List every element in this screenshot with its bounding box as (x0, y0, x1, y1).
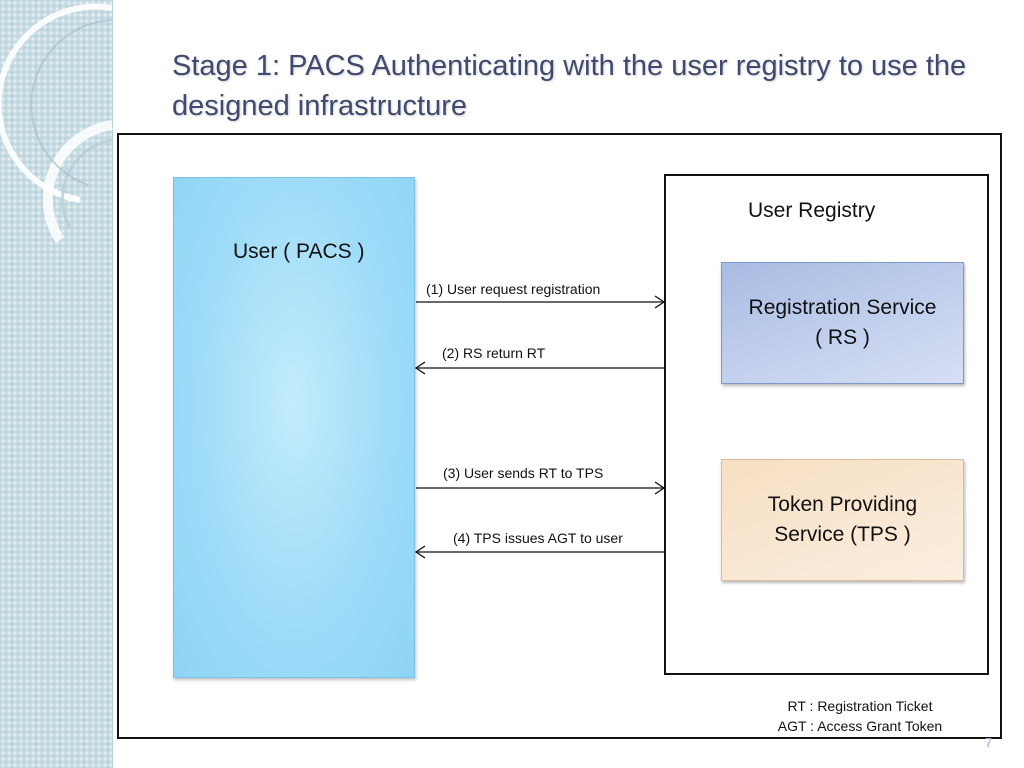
arrow-send-rt-to-tps (416, 481, 666, 495)
token-service-label-line1: Token Providing (767, 493, 918, 516)
message-label-3: (3) User sends RT to TPS (443, 465, 604, 481)
decorative-rings (0, 3, 113, 243)
message-label-4: (4) TPS issues AGT to user (453, 530, 623, 546)
registration-service-box: Registration Service ( RS ) (721, 262, 964, 384)
user-pacs-label: User ( PACS ) (233, 240, 365, 263)
user-pacs-box (173, 177, 415, 678)
token-providing-service-box: Token Providing Service (TPS ) (721, 459, 964, 581)
legend-rt: RT : Registration Ticket (787, 698, 933, 714)
slide-title: Stage 1: PACS Authenticating with the us… (172, 50, 967, 122)
legend-agt: AGT : Access Grant Token (777, 718, 943, 734)
message-label-1: (1) User request registration (426, 281, 601, 297)
registration-service-label: Registration Service (748, 296, 937, 319)
message-label-2: (2) RS return RT (442, 345, 546, 361)
arrow-request-registration (416, 295, 666, 309)
arrow-tps-issues-agt (414, 545, 664, 559)
user-registry-label: User Registry (748, 199, 876, 222)
user-registry-box (664, 174, 989, 675)
abbreviation-legend: RT : Registration Ticket AGT : Access Gr… (760, 696, 960, 736)
token-service-label-line2: Service (TPS ) (774, 523, 911, 546)
arrow-rs-return-rt (414, 361, 664, 375)
registration-service-abbrev: ( RS ) (815, 326, 870, 349)
page-number: 7 (985, 735, 993, 750)
